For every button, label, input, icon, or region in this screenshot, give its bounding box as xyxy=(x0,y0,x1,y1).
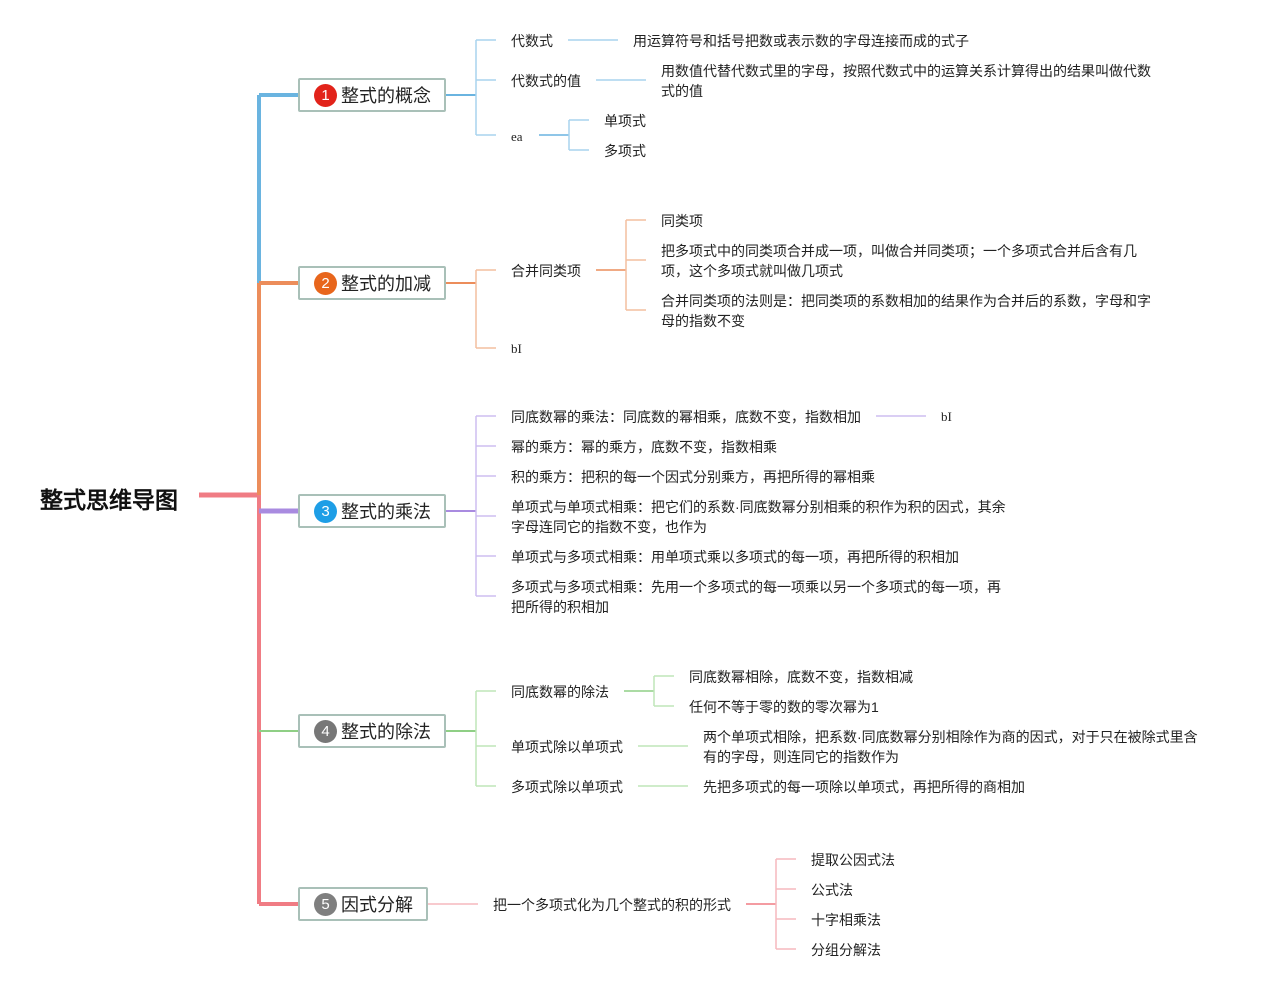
subtopic[interactable]: 代数式 xyxy=(511,33,553,49)
leaf-topic[interactable]: 同类项 xyxy=(661,213,703,229)
subtopic[interactable]: 单项式与单项式相乘：把它们的系数·同底数幂分别相乘的积作为积的因式，其余字母连同… xyxy=(511,499,1006,535)
subtopic-description[interactable]: 先把多项式的每一项除以单项式，再把所得的商相加 xyxy=(703,779,1025,795)
branch-title: 因式分解 xyxy=(341,895,413,915)
leaf-topic[interactable]: 把多项式中的同类项合并成一项，叫做合并同类项；一个多项式合并后含有几项，这个多项… xyxy=(661,243,1137,279)
leaf-topic[interactable]: 同底数幂相除，底数不变，指数相减 xyxy=(689,669,913,685)
branch-title: 整式的除法 xyxy=(341,722,431,742)
branch-topic-5[interactable]: 5 因式分解 xyxy=(298,887,428,921)
subtopic[interactable]: 多项式除以单项式 xyxy=(511,779,623,795)
leaf-topic[interactable]: 分组分解法 xyxy=(811,942,881,958)
subtopic[interactable]: 单项式除以单项式 xyxy=(511,739,623,755)
subtopic[interactable]: 代数式的值 xyxy=(511,73,581,89)
branch-topic-1[interactable]: 1 整式的概念 xyxy=(298,78,446,112)
subtopic[interactable]: ea xyxy=(511,129,523,144)
leaf-topic[interactable]: 公式法 xyxy=(811,882,853,898)
subtopic[interactable]: 同底数幂的除法 xyxy=(511,684,609,700)
subtopic[interactable]: 幂的乘方：幂的乘方，底数不变，指数相乘 xyxy=(511,439,777,455)
leaf-topic[interactable]: 多项式 xyxy=(604,143,646,159)
branch-topic-4[interactable]: 4 整式的除法 xyxy=(298,714,446,748)
branch-title: 整式的加减 xyxy=(341,274,431,294)
root-topic[interactable]: 整式思维导图 xyxy=(40,487,178,513)
branch-title: 整式的乘法 xyxy=(341,502,431,522)
subtopic-description[interactable]: 用数值代替代数式里的字母，按照代数式中的运算关系计算得出的结果叫做代数式的值 xyxy=(661,63,1151,99)
branch-topic-2[interactable]: 2 整式的加减 xyxy=(298,266,446,300)
subtopic[interactable]: 积的乘方：把积的每一个因式分别乘方，再把所得的幂相乘 xyxy=(511,469,875,485)
subtopic-description[interactable]: 两个单项式相除，把系数·同底数幂分别相除作为商的因式，对于只在被除式里含有的字母… xyxy=(703,729,1198,765)
leaf-topic[interactable]: 任何不等于零的数的零次幂为1 xyxy=(689,699,879,715)
subtopic[interactable]: 多项式与多项式相乘：先用一个多项式的每一项乘以另一个多项式的每一项，再把所得的积… xyxy=(511,579,1001,615)
leaf-topic[interactable]: 单项式 xyxy=(604,113,646,129)
subtopic[interactable]: bI xyxy=(511,341,522,356)
subtopic[interactable]: 把一个多项式化为几个整式的积的形式 xyxy=(493,897,731,913)
leaf-topic[interactable]: 合并同类项的法则是：把同类项的系数相加的结果作为合并后的系数，字母和字母的指数不… xyxy=(661,293,1151,329)
number-badge-2: 2 xyxy=(314,271,337,295)
leaf-topic[interactable]: bI xyxy=(941,409,952,424)
subtopic[interactable]: 合并同类项 xyxy=(511,263,581,279)
subtopic[interactable]: 单项式与多项式相乘：用单项式乘以多项式的每一项，再把所得的积相加 xyxy=(511,549,959,565)
subtopic-description[interactable]: 用运算符号和括号把数或表示数的字母连接而成的式子 xyxy=(633,33,969,49)
leaf-topic[interactable]: 十字相乘法 xyxy=(811,912,881,928)
number-badge-5: 5 xyxy=(314,892,337,916)
leaf-topic[interactable]: 提取公因式法 xyxy=(811,852,895,868)
number-badge-1: 1 xyxy=(314,83,337,107)
branch-topic-3[interactable]: 3 整式的乘法 xyxy=(298,494,446,528)
branch-title: 整式的概念 xyxy=(341,86,431,106)
number-badge-4: 4 xyxy=(314,719,337,743)
number-badge-3: 3 xyxy=(314,499,337,523)
subtopic[interactable]: 同底数幂的乘法：同底数的幂相乘，底数不变，指数相加 xyxy=(511,409,861,425)
